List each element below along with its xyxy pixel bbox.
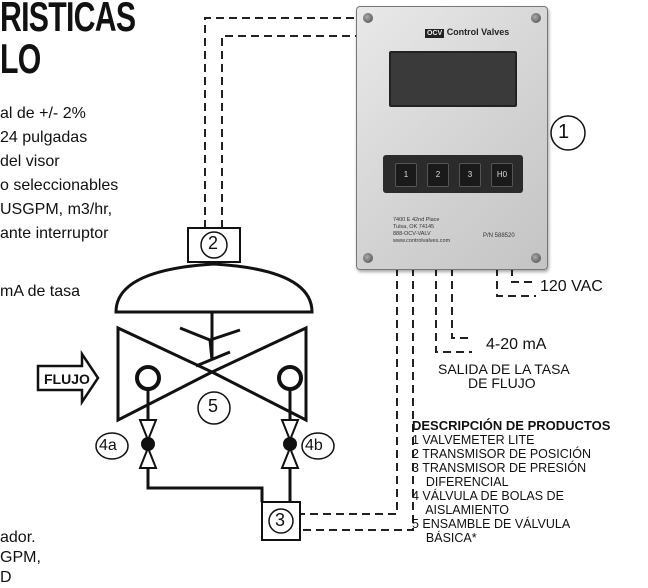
output-label-line1: SALIDA DE LA TASA bbox=[438, 361, 570, 377]
wiring-position bbox=[204, 17, 366, 228]
title-block: RÍSTICAS LO bbox=[0, 0, 220, 87]
legend: DESCRIPCIÓN DE PRODUCTOS 1 VALVEMETER LI… bbox=[412, 418, 610, 545]
legend-item: AISLAMIENTO bbox=[412, 503, 510, 517]
spec-line: o seleccionables bbox=[0, 177, 119, 194]
wiring-vac bbox=[496, 268, 536, 297]
screw-icon bbox=[363, 13, 373, 23]
brand-logo: OCV Control Valves bbox=[425, 27, 509, 38]
bottom-text: GPM, bbox=[0, 549, 41, 566]
flow-arrow bbox=[36, 349, 100, 407]
valvemeter-device: OCV Control Valves 1 2 3 H0 7400 E 42nd … bbox=[356, 6, 548, 270]
key-3-button[interactable]: 3 bbox=[459, 163, 481, 187]
label-1-circle bbox=[550, 115, 586, 151]
address-line: www.controlvalves.com bbox=[393, 238, 451, 244]
screw-icon bbox=[363, 253, 373, 263]
legend-item: DIFERENCIAL bbox=[412, 475, 509, 489]
label-1: 1 bbox=[558, 121, 570, 143]
label-4b: 4b bbox=[305, 437, 323, 454]
label-2: 2 bbox=[208, 233, 219, 253]
ocv-logo: OCV bbox=[425, 29, 445, 38]
legend-item: 3 TRANSMISOR DE PRESIÓN bbox=[412, 461, 587, 475]
ball-valve-4a bbox=[138, 419, 158, 469]
sensing-tubing bbox=[146, 468, 292, 502]
output-label-line2: DE FLUJO bbox=[468, 375, 536, 391]
legend-item: BÁSICA* bbox=[412, 531, 477, 545]
page-title: RÍSTICAS bbox=[0, 0, 136, 40]
legend-heading: DESCRIPCIÓN DE PRODUCTOS bbox=[412, 418, 611, 433]
bottom-text: ador. bbox=[0, 529, 36, 546]
wiring-pressure bbox=[300, 268, 414, 531]
label-3: 3 bbox=[275, 510, 286, 530]
spec-line: ante interruptor bbox=[0, 225, 109, 242]
signal-label: 4-20 mA bbox=[486, 336, 547, 353]
label-5: 5 bbox=[208, 396, 219, 416]
label-4a-ellipse bbox=[95, 432, 129, 460]
ball-valve-4b bbox=[280, 419, 300, 469]
valve-body bbox=[116, 325, 308, 423]
valve-bonnet bbox=[114, 262, 314, 314]
spec-line: 24 pulgadas bbox=[0, 129, 88, 146]
part-number: P/N 588520 bbox=[483, 233, 515, 239]
key-2-button[interactable]: 2 bbox=[427, 163, 449, 187]
legend-item: 2 TRANSMISOR DE POSICIÓN bbox=[412, 447, 591, 461]
label-2-circle bbox=[200, 231, 228, 259]
address-line: Tulsa, OK 74145 bbox=[393, 224, 435, 230]
flow-label: FLUJO bbox=[44, 371, 90, 387]
bottom-text: D bbox=[0, 569, 12, 586]
power-label: 120 VAC bbox=[540, 278, 603, 295]
page-title-line2: LO bbox=[0, 35, 41, 82]
label-4a: 4a bbox=[99, 437, 117, 454]
address-line: 7400 E 42nd Place bbox=[393, 217, 440, 223]
spec-line: USGPM, m3/hr, bbox=[0, 201, 113, 218]
address-line: 888-OCV-VALV bbox=[393, 231, 431, 237]
spec-line: del visor bbox=[0, 153, 60, 170]
key-1-button[interactable]: 1 bbox=[395, 163, 417, 187]
screw-icon bbox=[531, 253, 541, 263]
wiring-4-20 bbox=[435, 268, 472, 353]
keypad: 1 2 3 H0 bbox=[383, 155, 523, 193]
brand-name: Control Valves bbox=[446, 27, 510, 37]
pressure-port-left bbox=[135, 365, 161, 391]
pressure-port-right bbox=[277, 365, 303, 391]
spec-line: al de +/- 2% bbox=[0, 105, 86, 122]
legend-item: 1 VALVEMETER LITE bbox=[412, 433, 535, 447]
display-screen bbox=[389, 51, 517, 107]
spec-line: mA de tasa bbox=[0, 283, 81, 300]
screw-icon bbox=[531, 13, 541, 23]
label-4b-ellipse bbox=[301, 432, 335, 460]
address-block: 7400 E 42nd Place Tulsa, OK 74145 888-OC… bbox=[393, 217, 450, 245]
label-5-circle bbox=[197, 391, 231, 425]
legend-item: 5 ENSAMBLE DE VÁLVULA bbox=[412, 517, 571, 531]
key-h0-button[interactable]: H0 bbox=[491, 163, 513, 187]
legend-item: 4 VÁLVULA DE BOLAS DE bbox=[412, 489, 564, 503]
